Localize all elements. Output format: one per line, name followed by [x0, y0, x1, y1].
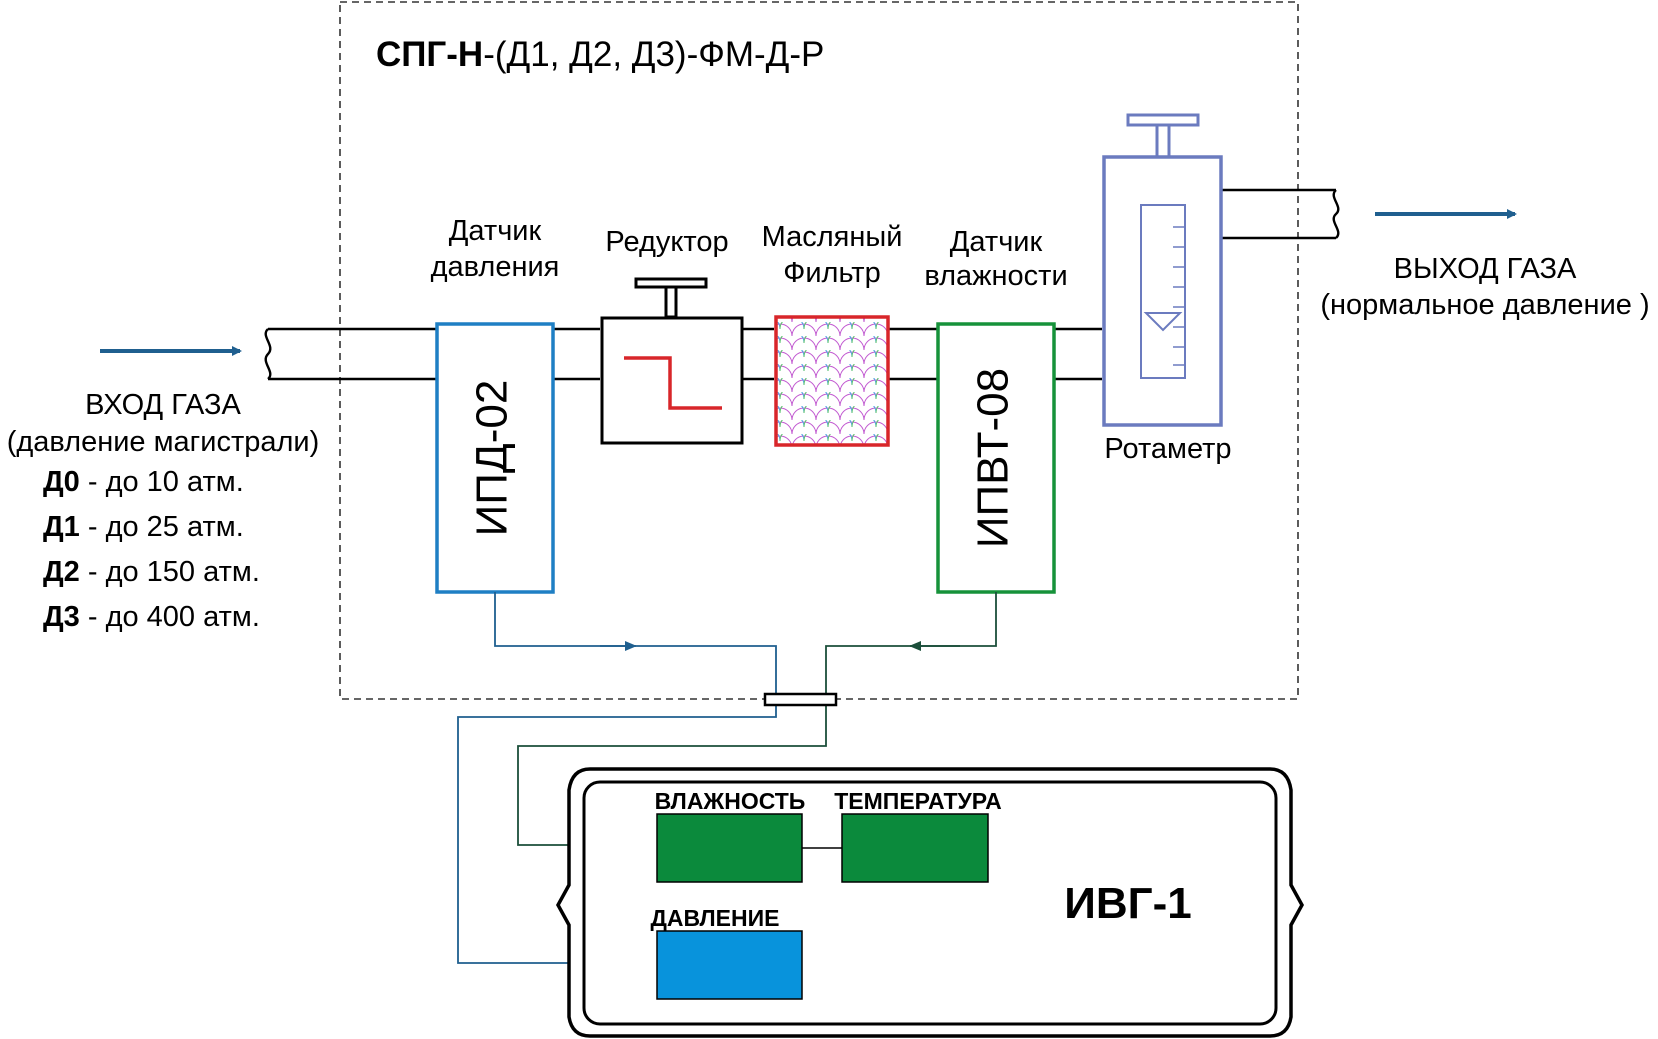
device-name: ИВГ-1	[1064, 879, 1191, 928]
inlet-subtitle: (давление магистрали)	[7, 426, 320, 458]
reducer-step-mark	[624, 356, 722, 410]
inlet-label: ВХОД ГАЗА (давление магистрали) Д0 - до …	[7, 389, 320, 633]
humidity-sensor-model: ИПВТ-08	[969, 368, 1018, 548]
oil-filter-caption-2: Фильтр	[783, 257, 880, 289]
rotameter: Ротаметр	[1102, 113, 1232, 465]
rotameter-float	[1143, 312, 1183, 332]
reducer: Редуктор	[600, 226, 744, 445]
reducer-body	[600, 316, 744, 445]
cable-gland	[763, 692, 838, 707]
temperature-display-label: ТЕМПЕРАТУРА	[834, 788, 1002, 814]
rotameter-tube	[1140, 204, 1186, 379]
pressure-display-label: ДАВЛЕНИЕ	[651, 905, 780, 931]
pressure-sensor-model: ИПД-02	[468, 380, 517, 537]
outlet-title: ВЫХОД ГАЗА	[1394, 253, 1577, 285]
temperature-display	[841, 813, 989, 883]
inlet-title: ВХОД ГАЗА	[85, 389, 241, 421]
pressure-display	[656, 930, 803, 1000]
rotameter-scale	[1173, 226, 1185, 366]
inlet-range-2: Д2 - до 150 атм.	[43, 556, 260, 588]
rotameter-caption: Ротаметр	[1104, 433, 1231, 465]
oil-filter-caption-1: Масляный	[762, 221, 903, 253]
pressure-sensor: Датчик давления ИПД-02	[431, 215, 560, 594]
inlet-range-1: Д1 - до 25 атм.	[43, 511, 244, 543]
humidity-sensor: Датчик влажности ИПВТ-08	[924, 226, 1068, 594]
title-bold: СПГ-Н	[376, 35, 483, 74]
ivg-device: ВЛАЖНОСТЬ ТЕМПЕРАТУРА ДАВЛЕНИЕ ИВГ-1	[556, 767, 1304, 1038]
oil-filter: Масляный Фильтр	[762, 221, 903, 447]
humidity-display-label: ВЛАЖНОСТЬ	[655, 788, 806, 814]
humidity-sensor-caption-1: Датчик	[950, 226, 1043, 258]
humidity-display	[656, 813, 803, 883]
rotameter-stem	[1155, 123, 1171, 159]
humidity-sensor-caption-2: влажности	[924, 260, 1067, 292]
humidity-sensor-body	[936, 322, 1056, 594]
outlet-subtitle: (нормальное давление )	[1320, 289, 1649, 321]
pressure-sensor-caption-2: давления	[431, 251, 560, 283]
reducer-caption: Редуктор	[605, 226, 728, 258]
oil-filter-body	[774, 315, 890, 447]
system-title: СПГ-Н-(Д1, Д2, Д3)-ФМ-Д-Р	[376, 35, 824, 74]
outlet-label: ВЫХОД ГАЗА (нормальное давление )	[1320, 253, 1649, 321]
gas-pipeline	[264, 188, 1340, 381]
inlet-range-0: Д0 - до 10 атм.	[43, 466, 244, 498]
inlet-range-3: Д3 - до 400 атм.	[43, 601, 260, 633]
title-rest: -(Д1, Д2, Д3)-ФМ-Д-Р	[483, 35, 824, 74]
pressure-sensor-caption-1: Датчик	[449, 215, 542, 247]
reducer-stem	[664, 285, 678, 319]
